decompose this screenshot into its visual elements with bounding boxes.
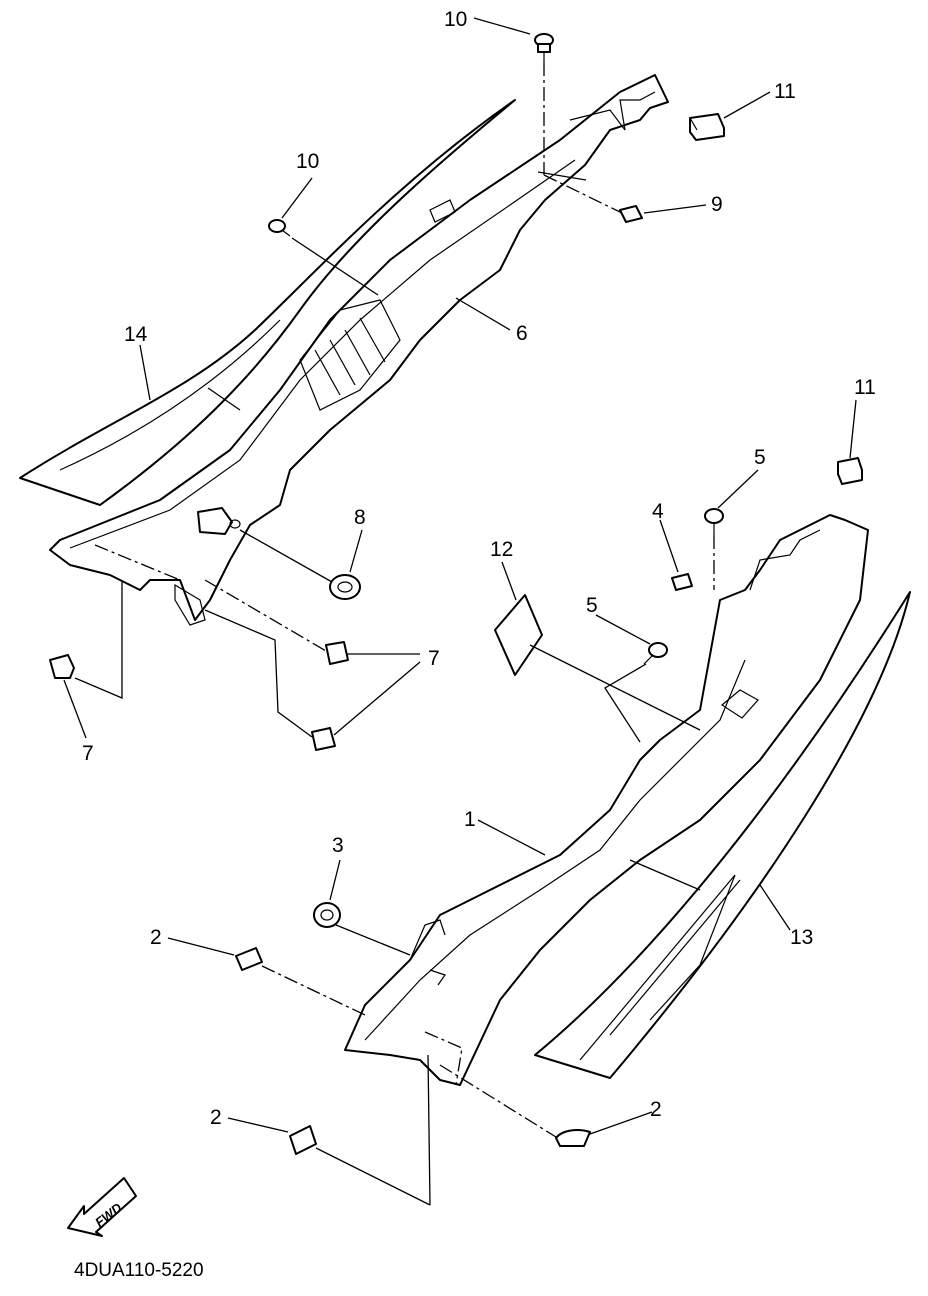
- part-8-bracket: [197, 507, 241, 535]
- callout-11-upper: 11: [774, 80, 796, 103]
- callout-5-lower: 5: [586, 594, 598, 617]
- part-8-grommet: [329, 574, 361, 600]
- part-9-nut: [619, 205, 643, 223]
- callout-labels: 10 10 11 9 6 14 11 5 4 8 12 5 7 7 1 3 13…: [82, 8, 876, 1129]
- callout-14: 14: [124, 323, 148, 346]
- part-14-side-panel: [19, 99, 516, 506]
- part-5-bolt-lower: [643, 642, 668, 665]
- callout-12: 12: [490, 538, 513, 561]
- callout-2-upper: 2: [150, 926, 162, 949]
- part-2-damper-b: [289, 1125, 317, 1155]
- callout-8: 8: [354, 506, 366, 529]
- part-2-damper-a: [235, 947, 263, 971]
- callout-1: 1: [464, 808, 476, 831]
- callout-7-left: 7: [82, 742, 94, 765]
- callout-10-upper: 10: [444, 8, 467, 31]
- part-10-bolt-upper: [534, 33, 554, 62]
- callout-7-right: 7: [428, 647, 440, 670]
- callout-13: 13: [790, 926, 813, 949]
- part-7-damper-c: [49, 654, 75, 679]
- part-1-side-cover: [344, 514, 869, 1086]
- part-12-label: [494, 594, 543, 676]
- callout-11-lower: 11: [854, 376, 876, 399]
- callout-2-right: 2: [650, 1098, 662, 1121]
- part-7-damper-a: [325, 641, 349, 665]
- callout-10-left: 10: [296, 150, 319, 173]
- part-5-bolt-upper: [704, 508, 724, 535]
- leader-lines: [63, 17, 857, 1135]
- callout-3: 3: [332, 834, 344, 857]
- part-3-grommet: [313, 902, 341, 928]
- part-10-bolt-left: [268, 219, 291, 237]
- callout-5-upper: 5: [754, 446, 766, 469]
- part-6-cowl-frame: [49, 74, 669, 626]
- callout-9: 9: [711, 193, 723, 216]
- drawing-code: 4DUA110-5220: [74, 1260, 204, 1281]
- part-13-side-panel: [534, 591, 911, 1079]
- callout-6: 6: [516, 322, 528, 345]
- callout-4: 4: [652, 500, 664, 523]
- part-11-cap-lower: [837, 457, 863, 485]
- callout-2-lower: 2: [210, 1106, 222, 1129]
- part-7-damper-b: [311, 727, 336, 751]
- part-2-damper-c: [555, 1129, 591, 1147]
- part-4-nut: [671, 573, 693, 591]
- part-11-cap-upper: [689, 113, 725, 141]
- assembly-lines: [74, 62, 715, 1206]
- fwd-arrow: FWD: [67, 1177, 137, 1237]
